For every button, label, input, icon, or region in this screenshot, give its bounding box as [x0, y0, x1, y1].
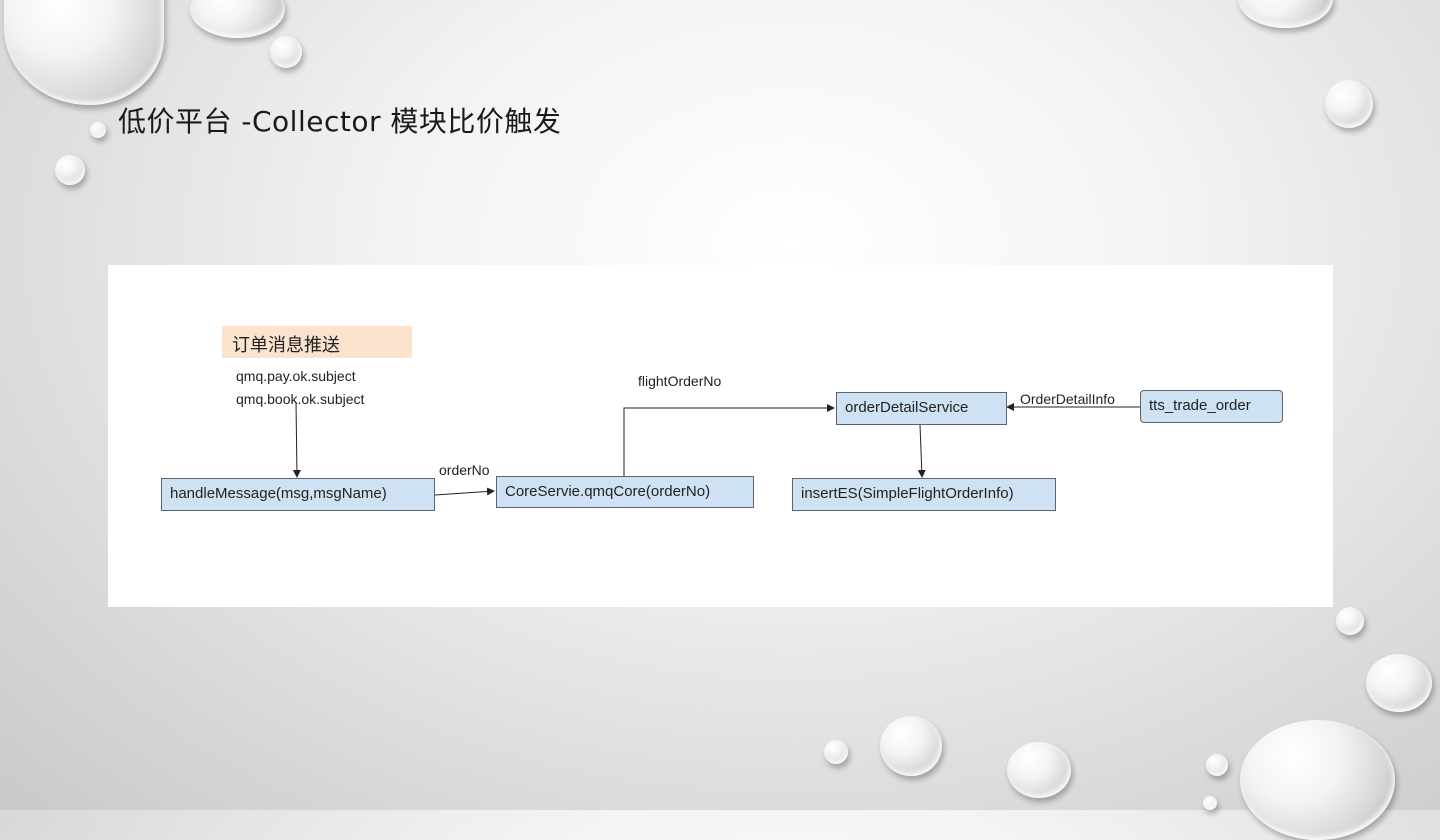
water-drop-decoration: [880, 716, 942, 776]
water-drop-decoration: [4, 0, 164, 105]
insert-es-node: insertES(SimpleFlightOrderInfo): [792, 478, 1056, 511]
water-drop-decoration: [55, 155, 85, 185]
message-push-tag: 订单消息推送: [222, 326, 412, 358]
water-drop-decoration: [1336, 607, 1364, 635]
book-subject-label: qmq.book.ok.subject: [236, 391, 364, 407]
water-drop-decoration: [1206, 754, 1228, 776]
edge-core-service-to-order-detail-service: [624, 408, 834, 476]
water-drop-decoration: [1240, 720, 1395, 840]
edge-subject-to-handle-message: [296, 402, 297, 477]
water-drop-decoration: [1325, 80, 1373, 128]
diagram-edges: [108, 265, 1333, 607]
water-drop-decoration: [824, 740, 848, 764]
water-drop-decoration: [90, 122, 106, 138]
order-no-label: orderNo: [439, 462, 490, 478]
order-detail-info-label: OrderDetailInfo: [1020, 391, 1115, 407]
water-drop-decoration: [270, 36, 302, 68]
water-drop-decoration: [1238, 0, 1333, 28]
water-drop-decoration: [190, 0, 285, 38]
water-drop-decoration: [1366, 654, 1432, 712]
slide-title: 低价平台 -Collector 模块比价触发: [118, 100, 561, 140]
order-detail-service-node: orderDetailService: [836, 392, 1007, 425]
water-drop-decoration: [1007, 742, 1071, 798]
pay-subject-label: qmq.pay.ok.subject: [236, 368, 356, 384]
flight-order-no-label: flightOrderNo: [638, 373, 721, 389]
edge-order-detail-service-to-insert-es: [920, 425, 922, 477]
core-service-node: CoreServie.qmqCore(orderNo): [496, 476, 754, 508]
tts-trade-order-node: tts_trade_order: [1140, 390, 1283, 423]
handle-message-node: handleMessage(msg,msgName): [161, 478, 435, 511]
water-drop-decoration: [1203, 796, 1217, 810]
flow-diagram: 订单消息推送 qmq.pay.ok.subject qmq.book.ok.su…: [108, 265, 1333, 607]
edge-handle-message-to-core-service: [435, 491, 494, 495]
